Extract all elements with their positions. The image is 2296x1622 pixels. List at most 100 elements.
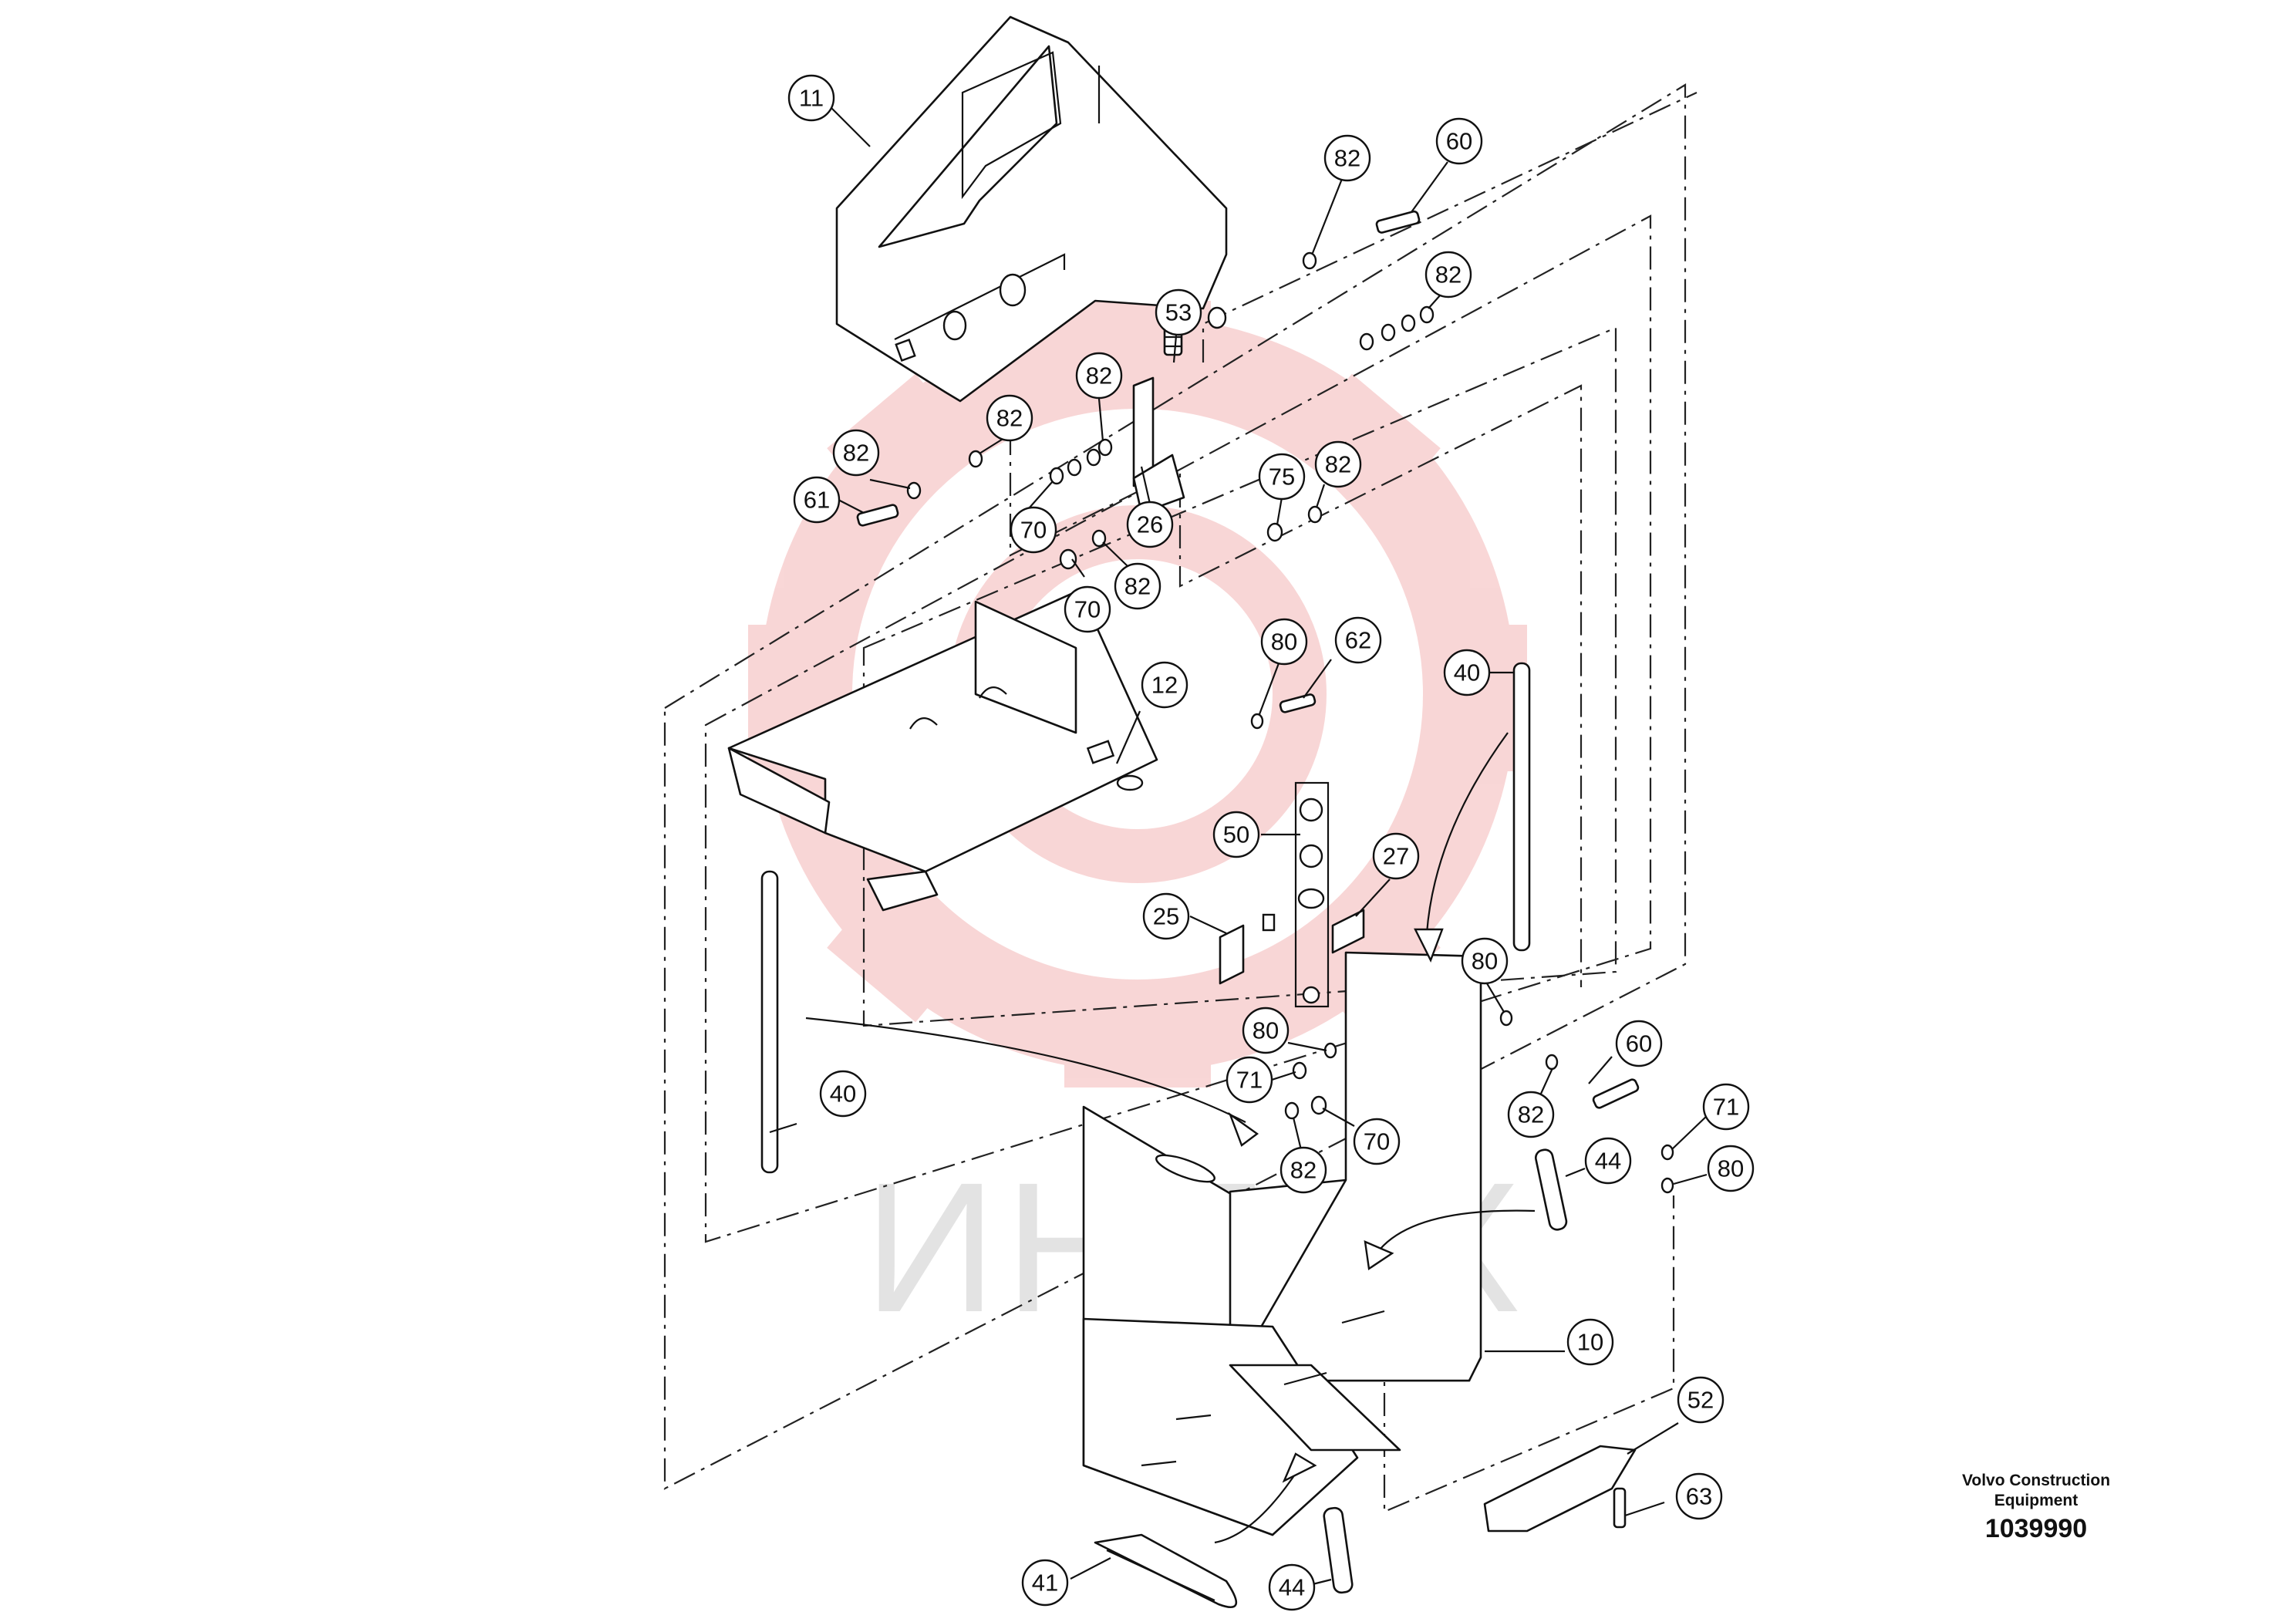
callout-62: 62 (1334, 616, 1382, 664)
outline-latch-guide (1202, 92, 1698, 363)
svg-text:80: 80 (1271, 629, 1297, 656)
svg-text:82: 82 (1124, 573, 1151, 600)
part-41-clamp (1094, 1533, 1238, 1608)
part-40-right-strap (1512, 662, 1531, 952)
callout-80: 80 (1242, 1007, 1290, 1054)
callout-82: 82 (1279, 1146, 1327, 1194)
callout-12: 12 (1141, 661, 1188, 709)
svg-text:70: 70 (1074, 596, 1101, 623)
svg-text:62: 62 (1345, 627, 1371, 654)
bolt-63 (1613, 1487, 1627, 1529)
assembly-arrows (805, 732, 1536, 1544)
svg-text:50: 50 (1223, 821, 1249, 848)
bolt-60-top (1375, 210, 1421, 234)
svg-text:41: 41 (1032, 1570, 1058, 1597)
part-25-clip (1219, 913, 1276, 985)
outline-frame-inner (862, 326, 1617, 1027)
callout-11: 11 (787, 74, 835, 122)
assembly-outlines (663, 83, 1698, 1513)
callout-10: 10 (1566, 1318, 1614, 1366)
svg-text:25: 25 (1153, 903, 1179, 930)
svg-text:80: 80 (1718, 1155, 1744, 1182)
svg-text:82: 82 (1290, 1157, 1317, 1184)
callout-71: 71 (1226, 1056, 1273, 1104)
outline-bracket-guide (1009, 384, 1583, 987)
svg-text:82: 82 (843, 440, 869, 467)
svg-text:40: 40 (830, 1081, 856, 1108)
outline-pan-guide (1383, 1195, 1675, 1513)
callout-80: 80 (1461, 937, 1509, 985)
svg-text:82: 82 (1435, 261, 1462, 288)
callout-82: 82 (832, 429, 880, 477)
figure-number: 1039990 (1984, 1514, 2088, 1543)
svg-text:10: 10 (1577, 1329, 1603, 1356)
callout-82: 82 (1114, 562, 1161, 610)
svg-text:61: 61 (804, 487, 830, 514)
svg-text:26: 26 (1137, 511, 1163, 538)
svg-text:27: 27 (1383, 843, 1409, 870)
washers-and-nuts (906, 251, 1674, 1194)
callout-44: 44 (1268, 1563, 1316, 1611)
callout-25: 25 (1142, 892, 1190, 940)
part-52-hold-down (1483, 1445, 1637, 1533)
svg-text:44: 44 (1595, 1148, 1621, 1175)
callout-82: 82 (1507, 1091, 1555, 1138)
callout-75: 75 (1258, 453, 1306, 501)
svg-text:82: 82 (1334, 145, 1360, 172)
svg-text:70: 70 (1364, 1128, 1390, 1155)
callout-70: 70 (1064, 585, 1111, 633)
svg-text:70: 70 (1020, 517, 1047, 544)
bolt-61 (856, 504, 899, 527)
callout-60: 60 (1615, 1020, 1663, 1067)
callout-50: 50 (1212, 811, 1260, 858)
svg-text:52: 52 (1687, 1387, 1714, 1414)
callout-52: 52 (1677, 1376, 1725, 1424)
manufacturer-caption: Volvo Construction Equipment (1961, 1472, 2111, 1509)
callout-82: 82 (986, 394, 1033, 442)
callout-61: 61 (793, 476, 841, 524)
svg-text:82: 82 (1086, 363, 1112, 389)
callout-80: 80 (1260, 618, 1308, 666)
part-26-latch (1132, 376, 1185, 514)
svg-text:80: 80 (1253, 1017, 1279, 1044)
callout-44: 44 (1584, 1137, 1632, 1185)
pin-44-upper (1534, 1148, 1568, 1231)
svg-text:80: 80 (1472, 948, 1498, 975)
svg-text:71: 71 (1236, 1067, 1263, 1094)
svg-text:11: 11 (799, 85, 824, 112)
svg-text:82: 82 (1325, 451, 1351, 478)
outline-frame-outer (663, 83, 1687, 1490)
callout-40: 40 (1443, 649, 1491, 696)
svg-text:60: 60 (1446, 128, 1472, 155)
callout-27: 27 (1372, 832, 1420, 880)
callout-70: 70 (1353, 1118, 1401, 1165)
part-11-top-cover (835, 15, 1228, 403)
part-10-battery-box (1082, 951, 1482, 1536)
callout-63: 63 (1675, 1472, 1723, 1520)
callout-41: 41 (1021, 1559, 1069, 1607)
part-50-fitting (1294, 781, 1330, 1008)
bolt-62 (1279, 693, 1317, 713)
callout-leaders (769, 107, 1709, 1589)
part-40-left-strap (760, 870, 779, 1174)
svg-text:82: 82 (996, 405, 1023, 432)
callout-26: 26 (1126, 501, 1174, 548)
callout-71: 71 (1702, 1083, 1750, 1131)
svg-text:53: 53 (1165, 299, 1192, 326)
callout-82: 82 (1424, 251, 1472, 298)
bolt-60-side (1592, 1078, 1640, 1109)
callout-82: 82 (1075, 352, 1123, 400)
callout-80: 80 (1707, 1145, 1755, 1192)
svg-text:63: 63 (1686, 1483, 1712, 1510)
callout-82: 82 (1323, 134, 1371, 182)
svg-text:82: 82 (1518, 1101, 1544, 1128)
svg-text:40: 40 (1454, 659, 1480, 686)
callout-40: 40 (819, 1070, 867, 1118)
callouts: 11 82 60 82 53 82 82 82 61 70 26 75 82 7… (787, 74, 1755, 1611)
svg-text:71: 71 (1713, 1094, 1739, 1121)
outline-frame-middle (704, 214, 1652, 1243)
callout-53: 53 (1155, 288, 1202, 336)
part-27-clip (1331, 909, 1365, 954)
callout-82: 82 (1314, 440, 1362, 488)
